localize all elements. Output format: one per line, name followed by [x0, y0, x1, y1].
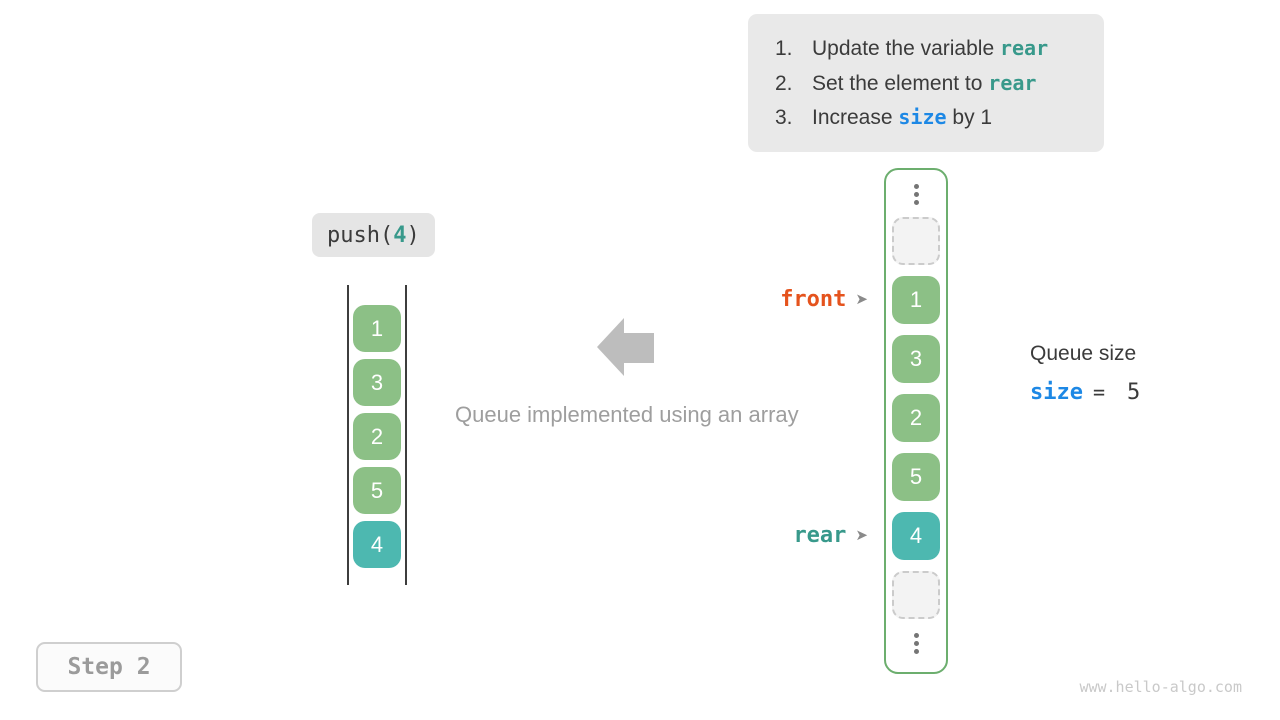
- array-cell: 5: [353, 467, 401, 514]
- array-cell: 4: [892, 512, 940, 560]
- step-text: Set the element to: [812, 71, 989, 95]
- array-cell: 2: [353, 413, 401, 460]
- step-text-suffix: by 1: [946, 106, 993, 130]
- left-array: 1 3 2 5 4: [347, 285, 407, 585]
- watermark: www.hello-algo.com: [1079, 678, 1242, 696]
- array-cell: 2: [892, 394, 940, 442]
- arrow-head: [597, 318, 624, 376]
- array-cell: 1: [892, 276, 940, 324]
- front-pointer: front ➤: [780, 286, 868, 312]
- equals-sign: =: [1092, 380, 1106, 404]
- size-value: 5: [1127, 380, 1141, 405]
- push-prefix: push(: [327, 222, 394, 248]
- array-cell: [892, 217, 940, 265]
- push-argument: 4: [393, 222, 407, 248]
- step-text: Update the variable: [812, 36, 1000, 60]
- size-variable: size: [1030, 380, 1083, 405]
- queue-cells: 1 3 2 5 4: [892, 217, 940, 619]
- push-operation-label: push( 4 ): [312, 213, 435, 257]
- instruction-step: 1. Update the variable rear: [775, 36, 1104, 61]
- array-cell: 3: [353, 359, 401, 406]
- code-token: size: [898, 105, 947, 130]
- ellipsis-icon: [913, 633, 919, 654]
- rear-pointer-label: rear: [793, 522, 847, 548]
- instructions-panel: 1. Update the variable rear 2. Set the e…: [748, 14, 1104, 152]
- rear-pointer: rear ➤: [793, 522, 868, 548]
- pointer-arrow-icon: ➤: [855, 526, 868, 544]
- code-token: rear: [999, 35, 1049, 60]
- caption: Queue implemented using an array: [455, 402, 799, 427]
- push-suffix: ): [406, 222, 420, 248]
- size-expression: size = 5: [1030, 380, 1140, 405]
- array-cell: [892, 571, 940, 619]
- array-cell: 5: [892, 453, 940, 501]
- instruction-step: 3. Increase size by 1: [775, 105, 1104, 130]
- queue-array: 1 3 2 5 4: [884, 168, 948, 674]
- array-cell: 3: [892, 335, 940, 383]
- instruction-step: 2. Set the element to rear: [775, 71, 1104, 96]
- queue-size-title: Queue size: [1030, 342, 1137, 365]
- pointer-arrow-icon: ➤: [855, 290, 868, 308]
- queue-size-block: Queue size size = 5: [1030, 342, 1140, 405]
- front-pointer-label: front: [780, 286, 847, 312]
- step-badge: Step 2: [36, 642, 182, 692]
- step-number: 1.: [775, 36, 793, 60]
- arrow-tail: [624, 333, 654, 363]
- array-cell: 4: [353, 521, 401, 568]
- code-token: rear: [988, 70, 1037, 95]
- step-number: 3.: [775, 106, 793, 130]
- step-number: 2.: [775, 71, 793, 95]
- array-cell: 1: [353, 305, 401, 352]
- left-arrow-icon: [597, 317, 654, 377]
- ellipsis-icon: [913, 184, 919, 205]
- step-text: Increase: [812, 106, 899, 130]
